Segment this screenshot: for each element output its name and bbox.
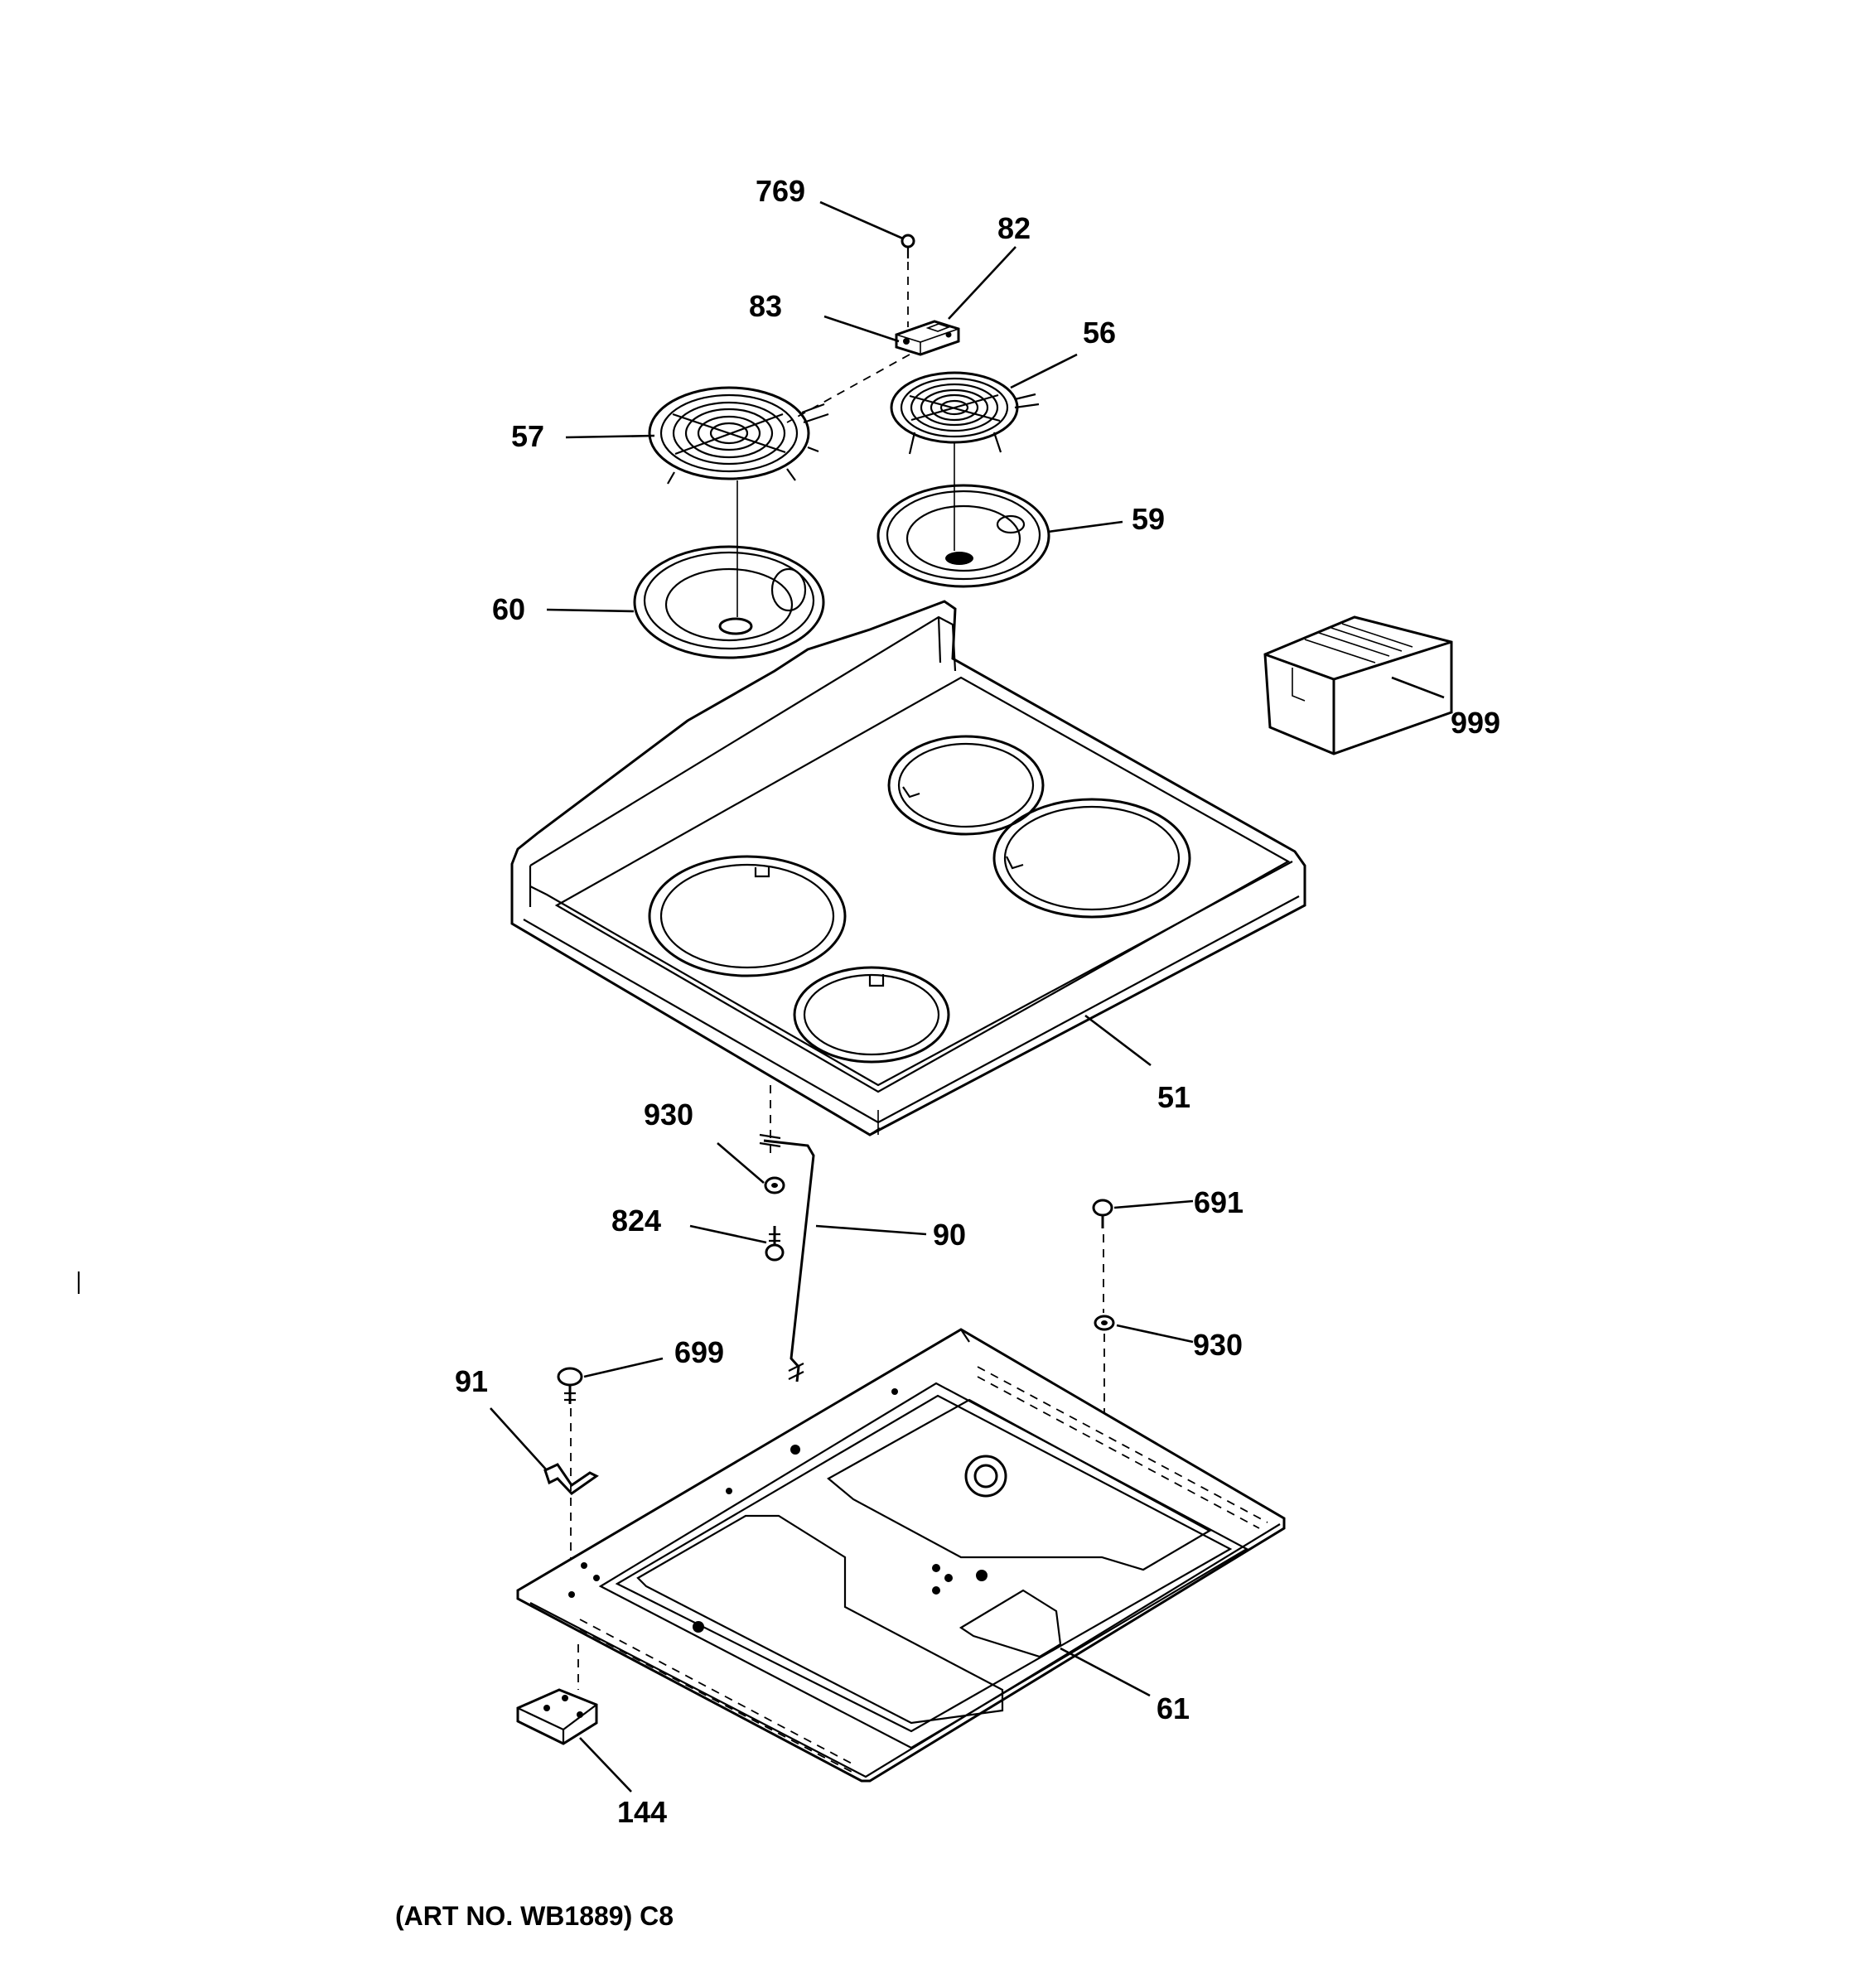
callout-83: 83 xyxy=(749,289,782,323)
part-51-cooktop xyxy=(510,600,1306,1136)
callout-59: 59 xyxy=(1132,502,1165,536)
part-930-washer xyxy=(764,1176,785,1194)
callout-999: 999 xyxy=(1451,706,1500,740)
part-691-screw xyxy=(1092,1199,1113,1228)
part-82-terminal-block xyxy=(895,320,960,356)
part-930-washer-right xyxy=(1094,1315,1115,1331)
callout-824: 824 xyxy=(611,1204,661,1238)
callout-60: 60 xyxy=(492,592,525,626)
callout-930-lower: 930 xyxy=(1193,1328,1243,1362)
part-61-burner-box xyxy=(516,1328,1286,1783)
callout-57: 57 xyxy=(511,419,544,453)
part-699-screw xyxy=(557,1367,583,1404)
callout-930-upper: 930 xyxy=(644,1098,693,1132)
callout-82: 82 xyxy=(997,211,1031,245)
part-56-surface-unit xyxy=(890,371,1040,455)
part-769-screw xyxy=(901,234,915,258)
callout-769: 769 xyxy=(756,174,805,208)
part-57-surface-unit xyxy=(648,386,829,485)
part-999-package-box xyxy=(1263,615,1453,755)
callout-699: 699 xyxy=(674,1335,724,1369)
callout-91: 91 xyxy=(455,1364,488,1398)
art-number-caption: (ART NO. WB1889) C8 xyxy=(395,1901,674,1931)
part-91-bracket xyxy=(543,1463,599,1495)
callout-691: 691 xyxy=(1194,1185,1243,1219)
part-59-drip-pan xyxy=(876,484,1050,588)
part-60-drip-pan xyxy=(633,545,825,659)
callout-90: 90 xyxy=(933,1218,966,1252)
callout-144: 144 xyxy=(617,1795,667,1829)
callout-61: 61 xyxy=(1157,1691,1190,1725)
leader-lines xyxy=(490,200,1445,1793)
callout-56: 56 xyxy=(1083,316,1116,350)
part-144-bracket xyxy=(516,1688,598,1745)
callout-51: 51 xyxy=(1157,1080,1190,1114)
part-824-screw xyxy=(765,1226,785,1262)
